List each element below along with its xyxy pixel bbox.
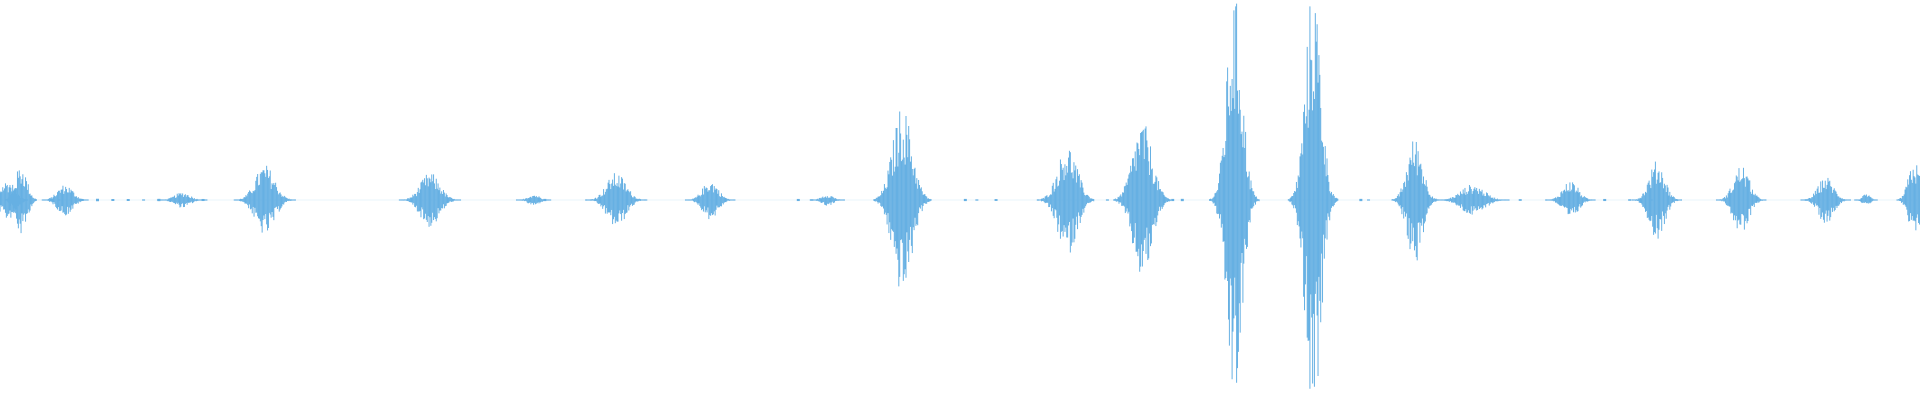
waveform-burst	[1545, 182, 1596, 215]
waveform-burst	[585, 173, 648, 225]
waveform-burst	[1854, 194, 1878, 204]
waveform-layer	[0, 3, 1920, 389]
waveform-burst	[1113, 126, 1171, 272]
waveform-burst	[41, 185, 89, 216]
waveform-burst	[1391, 141, 1439, 261]
waveform-burst	[1800, 177, 1851, 223]
waveform-burst	[1896, 165, 1920, 231]
waveform-burst	[1287, 6, 1339, 389]
waveform-burst	[1715, 167, 1767, 230]
waveform-burst	[809, 196, 845, 206]
waveform-burst	[156, 193, 208, 208]
waveform-burst	[1435, 185, 1510, 215]
waveform-burst	[684, 184, 736, 220]
waveform-burst	[1040, 150, 1095, 253]
waveform-burst	[398, 174, 462, 227]
waveform-burst	[1209, 3, 1260, 383]
waveform-burst	[873, 111, 932, 287]
waveform-burst	[1631, 161, 1682, 239]
waveform-burst	[233, 165, 296, 233]
waveform-burst	[515, 195, 552, 205]
waveform-burst	[5, 170, 37, 234]
